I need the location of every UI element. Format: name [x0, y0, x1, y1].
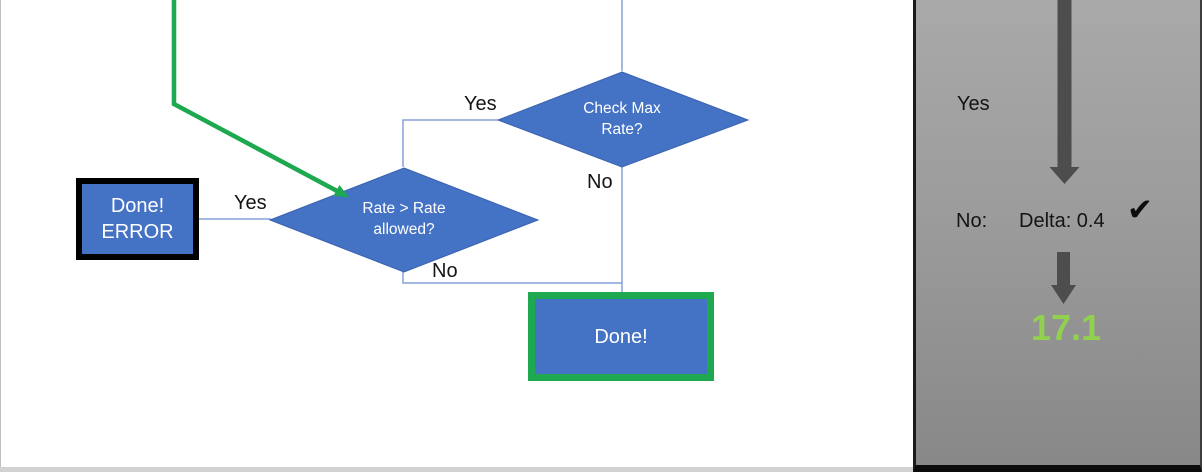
done-box: Done!	[528, 292, 714, 381]
check-max-no-label: No	[587, 171, 613, 193]
result-panel	[913, 0, 1202, 472]
panel-yes-label: Yes	[957, 93, 990, 115]
green-flow-line	[171, 0, 340, 194]
connector-checkmax-yes-to-rate	[402, 119, 498, 167]
slide-bottom-strip	[0, 467, 913, 472]
panel-no-label: No:	[956, 210, 988, 232]
done-error-line1: Done!	[110, 195, 165, 217]
rate-line1: Rate > Rate	[362, 200, 446, 217]
rate-line2: allowed?	[373, 220, 435, 238]
panel-delta-value: Delta: 0.4	[1019, 210, 1105, 232]
rate-no-label: No	[432, 260, 458, 282]
done-box-label: Done!	[594, 325, 648, 348]
panel-result-value: 17.1	[1030, 307, 1102, 348]
rate-diamond-label: Rate > Rate allowed?	[329, 199, 479, 241]
rate-yes-label: Yes	[234, 192, 267, 214]
check-max-line2: Rate?	[601, 120, 643, 138]
check-max-line1: Check Max	[583, 100, 661, 117]
check-max-diamond-label: Check Max Rate?	[547, 99, 697, 141]
slide-left-edge	[0, 0, 1, 472]
done-error-box: Done! ERROR	[76, 178, 199, 260]
green-flow-arrowhead-icon	[333, 185, 349, 198]
check-max-yes-label: Yes	[464, 93, 497, 115]
checkmark-icon: ✔	[1127, 192, 1153, 227]
done-error-line2: ERROR	[101, 221, 174, 243]
